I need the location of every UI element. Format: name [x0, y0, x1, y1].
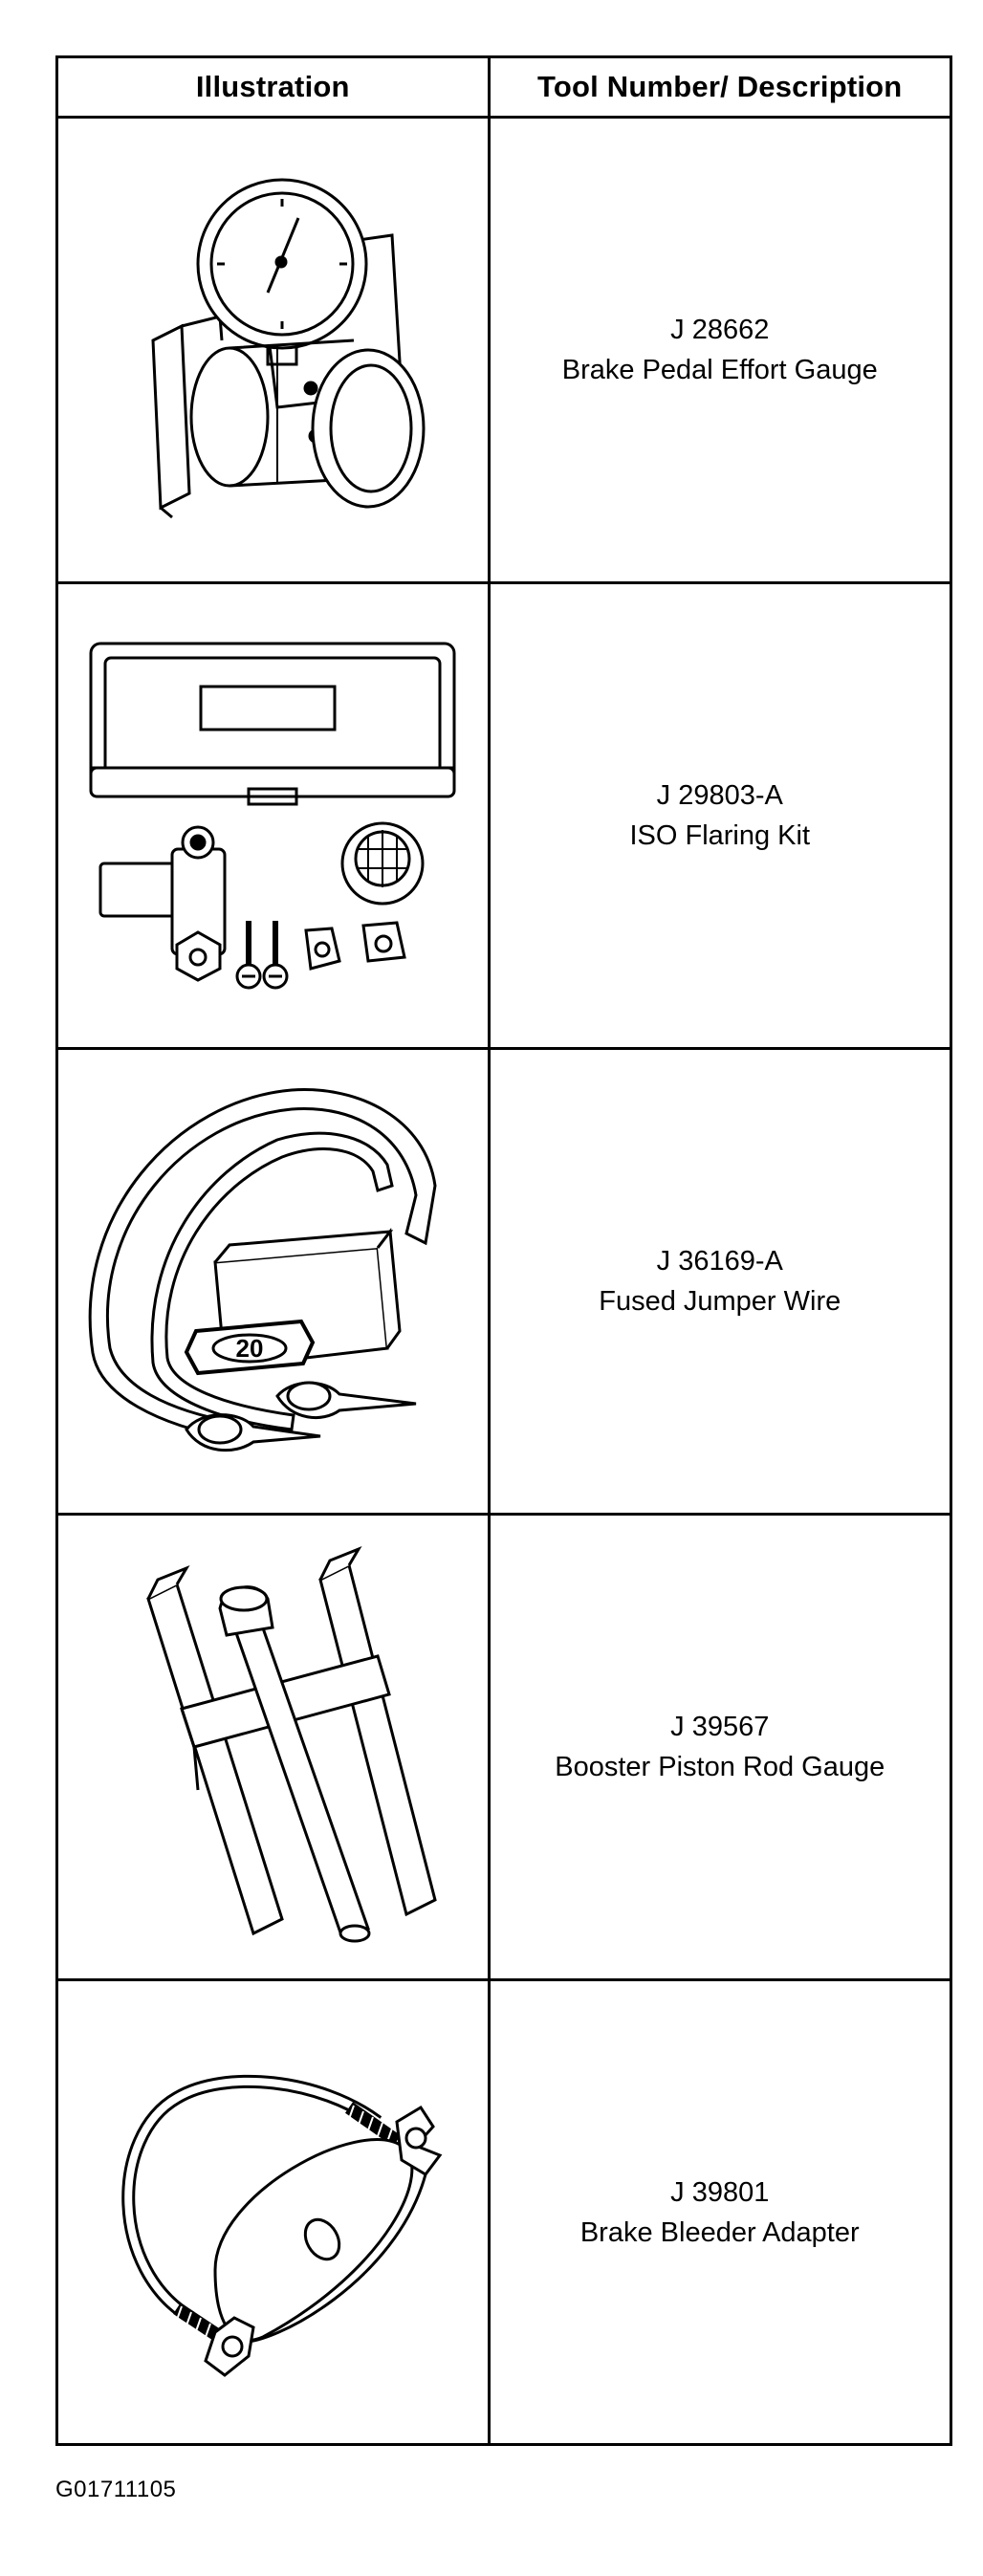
table-row: J 39567 Booster Piston Rod Gauge [58, 1513, 950, 1981]
tool-table-frame: Illustration Tool Number/ Description [55, 55, 952, 2446]
table-row: J 28662 Brake Pedal Effort Gauge [58, 116, 950, 584]
description-cell: J 36169-A Fused Jumper Wire [487, 1047, 950, 1516]
illustration-cell [58, 116, 491, 584]
fuse-rating-label: 20 [236, 1334, 264, 1363]
tool-number: J 39801 [670, 2176, 770, 2208]
special-tools-table: Illustration Tool Number/ Description [58, 58, 950, 2444]
flaring-kit-icon [89, 642, 456, 990]
tool-number: J 36169-A [656, 1245, 783, 1277]
pedal-effort-gauge-icon [151, 178, 426, 519]
figure-code: G01711105 [55, 2477, 177, 2502]
tool-number: J 28662 [670, 314, 770, 345]
tool-number: J 29803-A [656, 779, 783, 811]
tool-number: J 39567 [670, 1711, 770, 1742]
table-row: J 29803-A ISO Flaring Kit [58, 581, 950, 1050]
table-row: 20 J 36169-A Fused Jumper Wire [58, 1047, 950, 1516]
illustration-cell [58, 1978, 491, 2444]
table-row: J 39801 Brake Bleeder Adapter [58, 1978, 950, 2444]
description-cell: J 29803-A ISO Flaring Kit [487, 581, 950, 1050]
description-cell: J 39567 Booster Piston Rod Gauge [487, 1513, 950, 1981]
header-illustration: Illustration [58, 58, 491, 119]
illustration-cell: 20 [58, 1047, 491, 1516]
bleeder-adapter-icon [121, 2074, 443, 2377]
illustration-cell [58, 1513, 491, 1981]
illustration-cell [58, 581, 491, 1050]
piston-rod-gauge-icon [146, 1545, 438, 1943]
table-header-row: Illustration Tool Number/ Description [58, 58, 950, 119]
tool-description: ISO Flaring Kit [629, 820, 811, 851]
tool-description: Brake Pedal Effort Gauge [561, 355, 878, 385]
jumper-wire-icon: 20 [88, 1088, 437, 1452]
tool-description: Booster Piston Rod Gauge [555, 1752, 885, 1782]
tool-description: Brake Bleeder Adapter [579, 2217, 860, 2248]
header-tool-description: Tool Number/ Description [487, 58, 950, 119]
description-cell: J 39801 Brake Bleeder Adapter [487, 1978, 950, 2444]
description-cell: J 28662 Brake Pedal Effort Gauge [487, 116, 950, 584]
tool-description: Fused Jumper Wire [599, 1286, 841, 1317]
